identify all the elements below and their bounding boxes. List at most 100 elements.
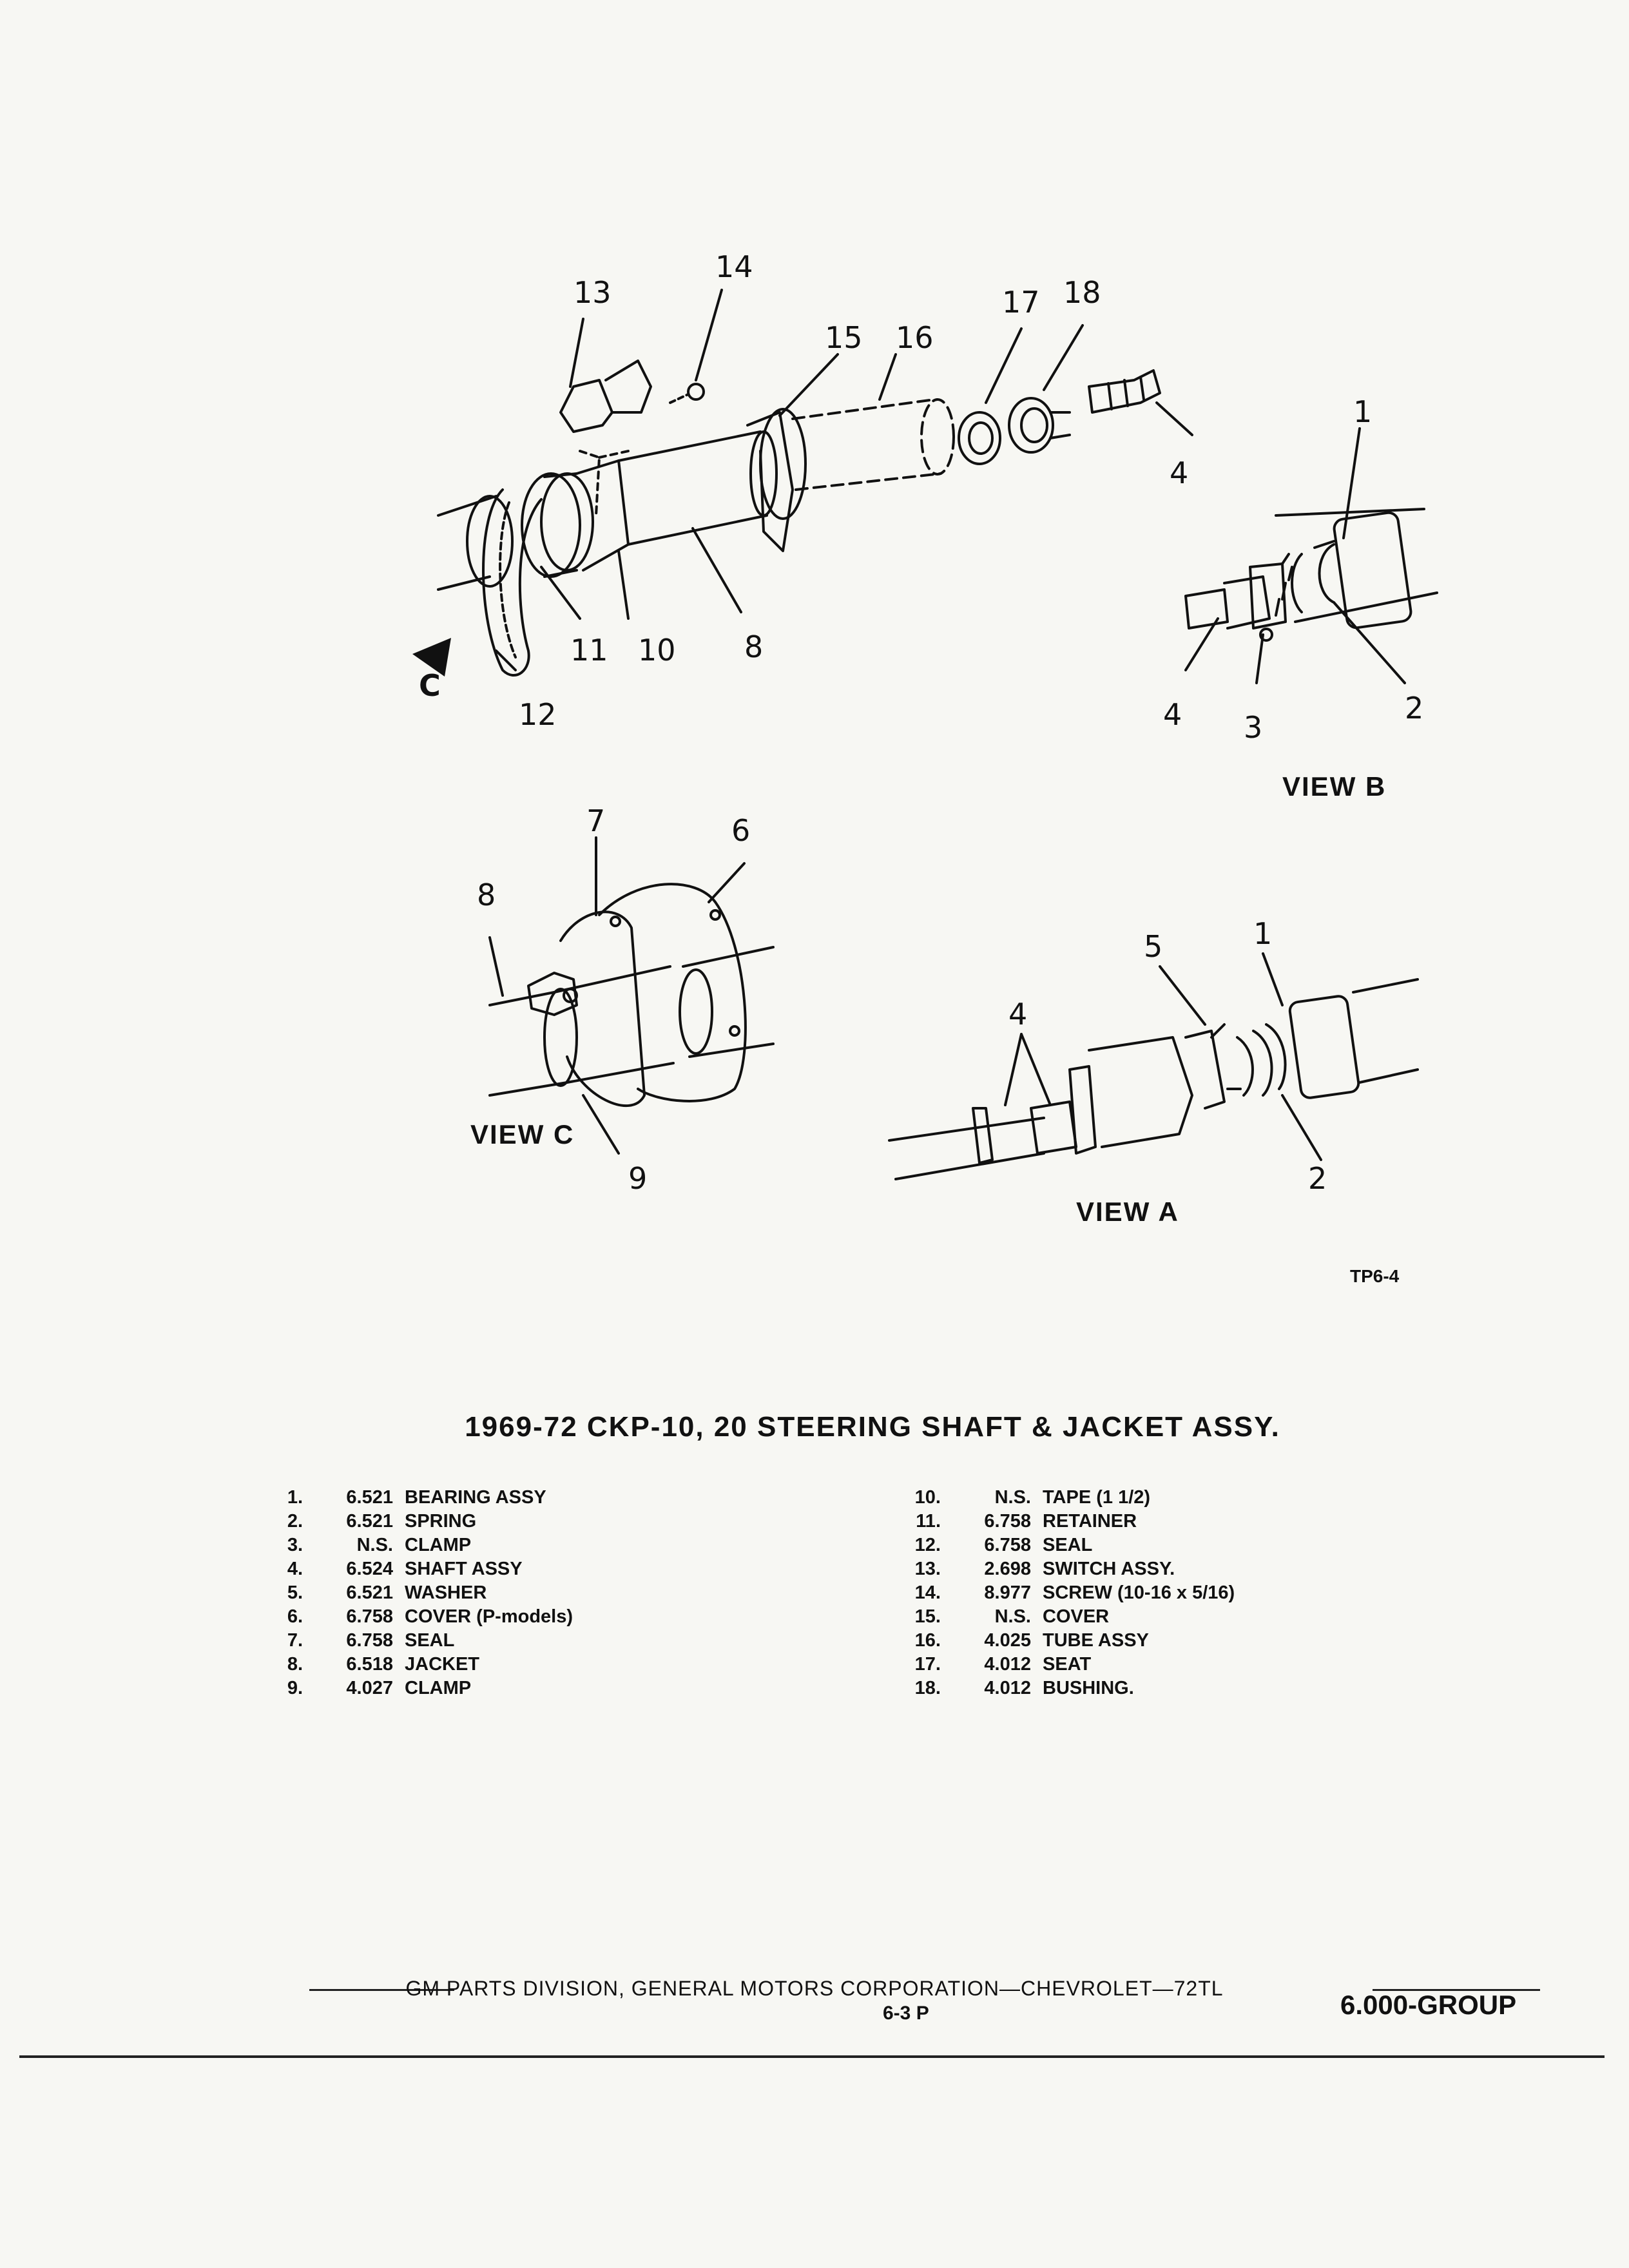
footer-rule-right <box>1373 1989 1540 1991</box>
part-number: 1. <box>287 1487 303 1508</box>
part-code: N.S. <box>994 1606 1031 1627</box>
callout-17: 17 <box>1002 285 1040 320</box>
part-code: 6.758 <box>346 1606 393 1627</box>
callout-8a: 8 <box>744 629 763 664</box>
part-description: COVER <box>1043 1606 1110 1627</box>
part-code: 4.025 <box>984 1630 1031 1651</box>
parts-list-row: 10. N.S. TAPE (1 1/2) <box>896 1486 1235 1510</box>
part-number: 16. <box>914 1630 941 1651</box>
part-code: 6.524 <box>346 1559 393 1579</box>
callout-4c: 4 <box>1008 997 1027 1032</box>
parts-list-row: 1. 6.521 BEARING ASSY <box>258 1486 573 1510</box>
callout-15: 15 <box>825 320 863 355</box>
part-number: 10. <box>914 1487 941 1508</box>
callout-2a: 2 <box>1405 691 1423 726</box>
part-number: 6. <box>287 1606 303 1627</box>
callout-8b: 8 <box>477 878 496 912</box>
part-description: RETAINER <box>1043 1511 1137 1532</box>
footer-page-number: 6-3 P <box>883 2003 929 2024</box>
part-number: 15. <box>914 1606 941 1627</box>
part-description: SEAT <box>1043 1654 1092 1675</box>
view-a-label: VIEW A <box>1076 1196 1179 1227</box>
parts-list-row: 18. 4.012 BUSHING. <box>896 1677 1235 1700</box>
bottom-rule <box>19 2055 1605 2058</box>
callout-10: 10 <box>638 633 676 668</box>
footer-rule-left <box>309 1989 454 1991</box>
parts-list-row: 3. N.S. CLAMP <box>258 1533 573 1557</box>
footer-publisher: GM PARTS DIVISION, GENERAL MOTORS CORPOR… <box>405 1977 1224 2000</box>
callout-18: 18 <box>1063 275 1101 310</box>
part-description: SWITCH ASSY. <box>1043 1559 1175 1579</box>
part-description: COVER (P-models) <box>405 1606 574 1627</box>
callout-5: 5 <box>1144 929 1162 964</box>
part-number: 11. <box>916 1511 941 1532</box>
part-number: 2. <box>287 1511 303 1532</box>
part-number: 4. <box>287 1559 303 1579</box>
part-number: 12. <box>914 1535 941 1555</box>
part-code: 6.521 <box>346 1487 393 1508</box>
part-code: 4.012 <box>984 1654 1031 1675</box>
callout-14: 14 <box>715 249 753 284</box>
callout-1b: 1 <box>1253 916 1272 951</box>
part-description: CLAMP <box>405 1678 472 1698</box>
part-description: SPRING <box>405 1511 477 1532</box>
part-code: 6.758 <box>346 1630 393 1651</box>
callout-16: 16 <box>896 320 934 355</box>
part-code: 4.012 <box>984 1678 1031 1698</box>
part-code: 2.698 <box>984 1559 1031 1579</box>
part-code: 8.977 <box>984 1582 1031 1603</box>
parts-list-row: 15. N.S. COVER <box>896 1605 1235 1629</box>
callout-1a: 1 <box>1353 394 1372 429</box>
part-code: 6.521 <box>346 1511 393 1532</box>
callout-12: 12 <box>519 697 557 732</box>
part-code: 6.758 <box>984 1535 1031 1555</box>
part-description: JACKET <box>405 1654 480 1675</box>
part-description: SCREW (10-16 x 5/16) <box>1043 1582 1235 1603</box>
part-number: 14. <box>914 1582 941 1603</box>
part-description: BUSHING. <box>1043 1678 1134 1698</box>
part-number: 5. <box>287 1582 303 1603</box>
parts-list-row: 5. 6.521 WASHER <box>258 1581 573 1605</box>
view-b-label: VIEW B <box>1282 771 1386 802</box>
callout-9: 9 <box>628 1161 647 1196</box>
view-c-label: VIEW C <box>470 1119 574 1149</box>
parts-list-row: 11. 6.758 RETAINER <box>896 1510 1235 1533</box>
page-title: 1969-72 CKP-10, 20 STEERING SHAFT & JACK… <box>465 1411 1280 1443</box>
part-description: WASHER <box>405 1582 487 1603</box>
parts-list-row: 2. 6.521 SPRING <box>258 1510 573 1533</box>
part-description: CLAMP <box>405 1535 472 1555</box>
part-code: N.S. <box>994 1487 1031 1508</box>
callout-4b: 4 <box>1163 697 1182 732</box>
part-number: 3. <box>287 1535 303 1555</box>
part-description: SHAFT ASSY <box>405 1559 523 1579</box>
part-code: N.S. <box>356 1535 393 1555</box>
part-code: 6.521 <box>346 1582 393 1603</box>
parts-list-right: 10. N.S. TAPE (1 1/2) 11. 6.758 RETAINER 12. 6.… <box>896 1486 1235 1700</box>
figure-reference: TP6-4 <box>1350 1266 1400 1286</box>
parts-list-row: 4. 6.524 SHAFT ASSY <box>258 1557 573 1581</box>
part-code: 6.758 <box>984 1511 1031 1532</box>
footer-group-code: 6.000-GROUP <box>1340 1990 1517 2020</box>
callout-7: 7 <box>586 803 605 838</box>
callout-11: 11 <box>570 633 608 668</box>
part-number: 9. <box>287 1678 303 1698</box>
callout-c: C <box>419 668 441 703</box>
parts-list-row: 6. 6.758 COVER (P-models) <box>258 1605 573 1629</box>
part-description: BEARING ASSY <box>405 1487 546 1508</box>
parts-list-row: 14. 8.977 SCREW (10-16 x 5/16) <box>896 1581 1235 1605</box>
part-description: TAPE (1 1/2) <box>1043 1487 1151 1508</box>
callout-6: 6 <box>731 813 750 848</box>
part-description: SEAL <box>405 1630 455 1651</box>
part-code: 6.518 <box>346 1654 393 1675</box>
part-number: 18. <box>914 1678 941 1698</box>
part-number: 13. <box>914 1559 941 1579</box>
callout-4a: 4 <box>1170 456 1188 490</box>
